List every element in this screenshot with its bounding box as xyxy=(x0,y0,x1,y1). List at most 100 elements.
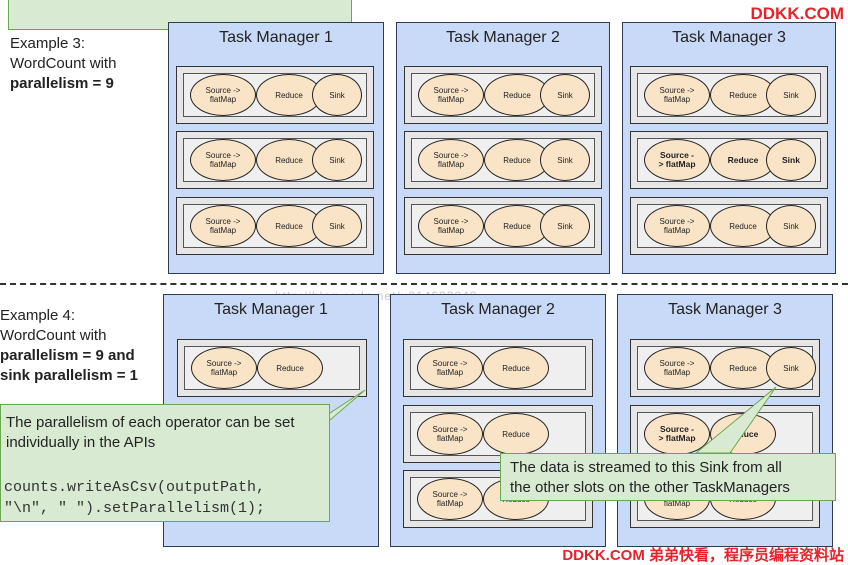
ex4-tm3-s2-source-line1: Source - xyxy=(659,424,694,434)
example3-line2: WordCount with xyxy=(10,55,117,72)
example3-line3: parallelism = 9 xyxy=(10,75,114,92)
ex4-tm3-s1-sink-op: Sink xyxy=(766,347,816,389)
ex3-tm1-s1-source-line2: flatMap xyxy=(209,95,237,104)
ex4-tm1-title: Task Manager 1 xyxy=(214,301,328,318)
ex3-tm3-s3-source-text: Source ->flatMap xyxy=(660,217,695,235)
ex3-tm1-s2-source-text: Source ->flatMap xyxy=(206,151,241,169)
callout-left-text-line1: The parallelism of each operator can be … xyxy=(6,414,295,431)
ex3-tm3-title: Task Manager 3 xyxy=(672,29,786,46)
example4-line2: WordCount with xyxy=(0,327,107,344)
ex3-tm1-s1-source-text: Source ->flatMap xyxy=(206,86,241,104)
ex3-tm2-s1-reduce-op: Reduce xyxy=(484,74,550,116)
ex3-tm1-s3-source-text: Source ->flatMap xyxy=(206,217,241,235)
ex3-tm3-s1-source-text: Source ->flatMap xyxy=(660,86,695,104)
ex3-tm2-s2-source-text: Source ->flatMap xyxy=(434,151,469,169)
example3-line1: Example 3: xyxy=(10,35,86,52)
example-divider xyxy=(0,283,848,285)
ex3-tm3-s3-sink-op: Sink xyxy=(766,205,816,247)
ex3-tm3-s2-source-line1: Source - xyxy=(659,150,694,160)
ex3-tm2-s2-source-line1: Source -> xyxy=(433,151,469,160)
ex3-tm2-s3-source-text: Source ->flatMap xyxy=(434,217,469,235)
ex3-tm2-s3-reduce-op: Reduce xyxy=(484,205,550,247)
ex3-tm3-s3-source-op: Source ->flatMap xyxy=(644,205,710,247)
ex4-tm2-s3-source-op: Source ->flatMap xyxy=(417,478,483,520)
ex3-tm1-s2-reduce-op: Reduce xyxy=(256,139,322,181)
ex3-tm2-title: Task Manager 2 xyxy=(446,29,560,46)
ex4-tm2-s1-source-line1: Source -> xyxy=(432,359,468,368)
ex4-tm2-s2-reduce-op: Reduce xyxy=(483,413,549,455)
ex4-tm2-s2-source-line1: Source -> xyxy=(432,425,468,434)
ex3-tm1-s3-sink-op: Sink xyxy=(312,205,362,247)
ex3-tm2-s2-reduce-op: Reduce xyxy=(484,139,550,181)
ex4-tm3-s1-reduce-op: Reduce xyxy=(710,347,776,389)
ex3-tm2-s3-source-line1: Source -> xyxy=(433,217,469,226)
ex3-tm1-s1-sink-op: Sink xyxy=(312,74,362,116)
ex4-tm3-s2-source-line2: > flatMap xyxy=(658,433,696,443)
ex3-tm3-s1-reduce-op: Reduce xyxy=(710,74,776,116)
ex4-tm3-title: Task Manager 3 xyxy=(668,301,782,318)
callout-right: The data is streamed to this Sink from a… xyxy=(500,453,836,501)
brand-logo-bottom: DDKK.COM 弟弟快看，程序员编程资料站 xyxy=(562,547,844,564)
ex3-tm2-s1-source-line2: flatMap xyxy=(437,95,465,104)
ex3-tm2-s2-sink-op: Sink xyxy=(540,139,590,181)
ex3-tm1-s1-source-op: Source ->flatMap xyxy=(190,74,256,116)
ex4-tm2-s3-source-line2: flatMap xyxy=(436,499,464,508)
ex3-tm3-s1-source-line1: Source -> xyxy=(659,86,695,95)
ex3-tm2-s3-sink-op: Sink xyxy=(540,205,590,247)
ex3-tm3-s1-source-op: Source ->flatMap xyxy=(644,74,710,116)
ex3-tm1-s2-source-op: Source ->flatMap xyxy=(190,139,256,181)
ex4-tm1-s1-source-op: Source ->flatMap xyxy=(191,347,257,389)
ex3-tm1-s2-source-line1: Source -> xyxy=(205,151,241,160)
ex3-tm3-s2-source-text: Source -> flatMap xyxy=(658,151,695,169)
brand-logo-top: DDKK.COM xyxy=(750,4,845,23)
ex4-tm3-s3-source-line2: flatMap xyxy=(663,499,691,508)
ex4-tm3-s1-source-text: Source ->flatMap xyxy=(660,359,695,377)
ex4-tm2-s2-source-line2: flatMap xyxy=(436,434,464,443)
ex4-tm1-s1-source-line2: flatMap xyxy=(210,368,238,377)
ex4-tm2-s1-reduce-op: Reduce xyxy=(483,347,549,389)
ex3-tm2-s2-source-op: Source ->flatMap xyxy=(418,139,484,181)
ex4-tm2-s1-source-line2: flatMap xyxy=(436,368,464,377)
ex3-tm3-s3-source-line2: flatMap xyxy=(663,226,691,235)
ex3-tm2-s3-source-op: Source ->flatMap xyxy=(418,205,484,247)
callout-right-line1: The data is streamed to this Sink from a… xyxy=(510,459,782,476)
ex4-tm3-s1-source-op: Source ->flatMap xyxy=(644,347,710,389)
ex3-tm2-s1-source-line1: Source -> xyxy=(433,86,469,95)
ex3-tm1-s3-source-op: Source ->flatMap xyxy=(190,205,256,247)
callout-left-code: counts.writeAsCsv(outputPath, "\n", " ")… xyxy=(4,477,265,519)
ex3-tm3-s1-source-line2: flatMap xyxy=(663,95,691,104)
ex4-tm1-s1-reduce-op: Reduce xyxy=(257,347,323,389)
ex4-tm2-s1-source-text: Source ->flatMap xyxy=(433,359,468,377)
ex4-tm3-s1-source-line2: flatMap xyxy=(663,368,691,377)
ex3-tm1-s3-source-line2: flatMap xyxy=(209,226,237,235)
ex4-tm2-s3-source-line1: Source -> xyxy=(432,490,468,499)
ex4-tm3-s2-source-op: Source -> flatMap xyxy=(644,413,710,455)
ex3-tm2-s2-source-line2: flatMap xyxy=(437,160,465,169)
ex3-tm3-s2-reduce-op: Reduce xyxy=(710,139,776,181)
callout-left-text-line2: individually in the APIs xyxy=(6,434,156,451)
callout-right-text: The data is streamed to this Sink from a… xyxy=(510,458,790,498)
ex3-tm3-s2-source-line2: > flatMap xyxy=(658,159,696,169)
ex4-tm3-s1-source-line1: Source -> xyxy=(659,359,695,368)
ex4-tm2-title: Task Manager 2 xyxy=(441,301,555,318)
example4-label: Example 4: WordCount with parallelism = … xyxy=(0,306,138,386)
ex4-tm2-s2-source-text: Source ->flatMap xyxy=(433,425,468,443)
ex3-tm1-s2-source-line2: flatMap xyxy=(209,160,237,169)
ex3-tm3-s2-sink-op: Sink xyxy=(766,139,816,181)
callout-right-line2: the other slots on the other TaskManager… xyxy=(510,479,790,496)
ex4-tm2-s1-source-op: Source ->flatMap xyxy=(417,347,483,389)
ex4-tm1-s1-source-line1: Source -> xyxy=(206,359,242,368)
callout-right-pointer xyxy=(694,386,777,454)
example4-line3: parallelism = 9 and xyxy=(0,347,135,364)
ex3-tm2-s3-source-line2: flatMap xyxy=(437,226,465,235)
ex3-tm3-s3-source-line1: Source -> xyxy=(659,217,695,226)
ex3-tm1-s3-source-line1: Source -> xyxy=(205,217,241,226)
ex4-tm2-s2-source-op: Source ->flatMap xyxy=(417,413,483,455)
ex3-tm1-title: Task Manager 1 xyxy=(219,29,333,46)
ex3-tm3-s1-sink-op: Sink xyxy=(766,74,816,116)
ex3-tm1-s3-reduce-op: Reduce xyxy=(256,205,322,247)
ex3-tm1-s1-reduce-op: Reduce xyxy=(256,74,322,116)
ex3-tm3-s2-source-op: Source -> flatMap xyxy=(644,139,710,181)
ex3-tm1-s2-sink-op: Sink xyxy=(312,139,362,181)
ex3-tm1-s1-source-line1: Source -> xyxy=(205,86,241,95)
